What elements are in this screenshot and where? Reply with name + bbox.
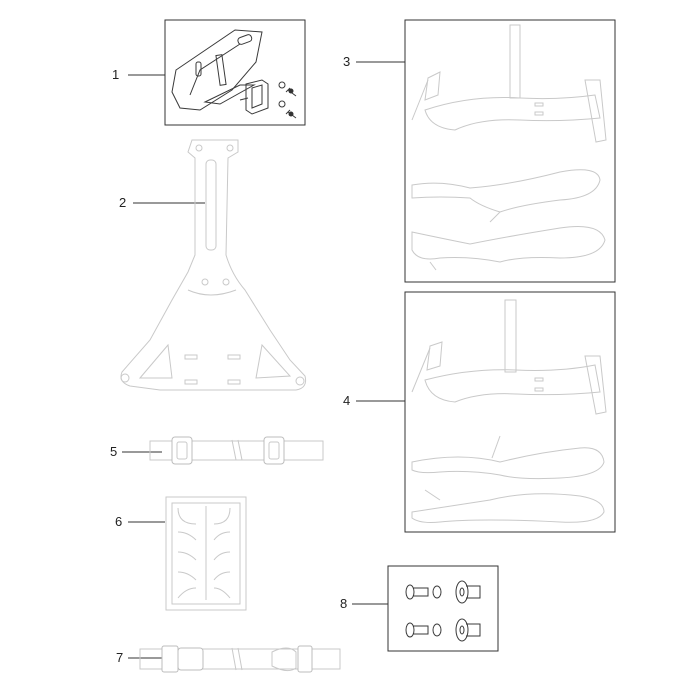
part-8-box (387, 565, 499, 652)
part-3-harness[interactable] (356, 19, 616, 283)
strap-band (149, 440, 324, 461)
backplate-outline (120, 139, 307, 391)
callout-8[interactable]: 8 (340, 596, 348, 611)
shoulder-strap-upper (411, 169, 601, 213)
part-8-screw-washer-set[interactable] (352, 565, 499, 652)
shoulder-strap-lower (411, 226, 606, 263)
quick-release-male-icon (271, 647, 297, 672)
vertical-strap (504, 299, 517, 373)
part-4-box (404, 291, 616, 533)
part-5-strap-with-buckles[interactable] (122, 436, 324, 465)
part-6-pad-panel[interactable] (128, 496, 247, 611)
callout-7[interactable]: 7 (116, 650, 124, 665)
part-4-harness[interactable] (356, 291, 616, 533)
part-7-strap-with-quick-release[interactable] (128, 645, 341, 673)
part-1-box (164, 19, 306, 126)
buckle-left-icon (161, 645, 179, 673)
washer-icon (278, 81, 286, 89)
waist-belt (424, 94, 601, 131)
bracket-plate-icon (171, 29, 263, 111)
pad-frame (165, 496, 247, 611)
waist-belt (424, 364, 601, 403)
large-bolt-icon (455, 580, 469, 604)
callout-6[interactable]: 6 (115, 514, 123, 529)
callout-4[interactable]: 4 (343, 393, 351, 408)
part-2-backplate[interactable] (120, 139, 307, 391)
callout-3[interactable]: 3 (343, 54, 351, 69)
part-1-bracket-kit[interactable] (128, 19, 306, 126)
buckle-right-icon (263, 436, 285, 465)
shoulder-strap-lower (411, 493, 605, 523)
thumb-screw-icon (405, 584, 415, 600)
callout-5[interactable]: 5 (110, 444, 118, 459)
quick-release-female-icon (177, 647, 204, 671)
buckle-left-icon (171, 436, 193, 465)
strap-band (139, 648, 341, 670)
washer-icon (432, 585, 442, 599)
callout-2[interactable]: 2 (119, 195, 127, 210)
clip-icon (245, 79, 269, 115)
shoulder-strap-upper (411, 447, 605, 480)
callout-1[interactable]: 1 (112, 67, 120, 82)
